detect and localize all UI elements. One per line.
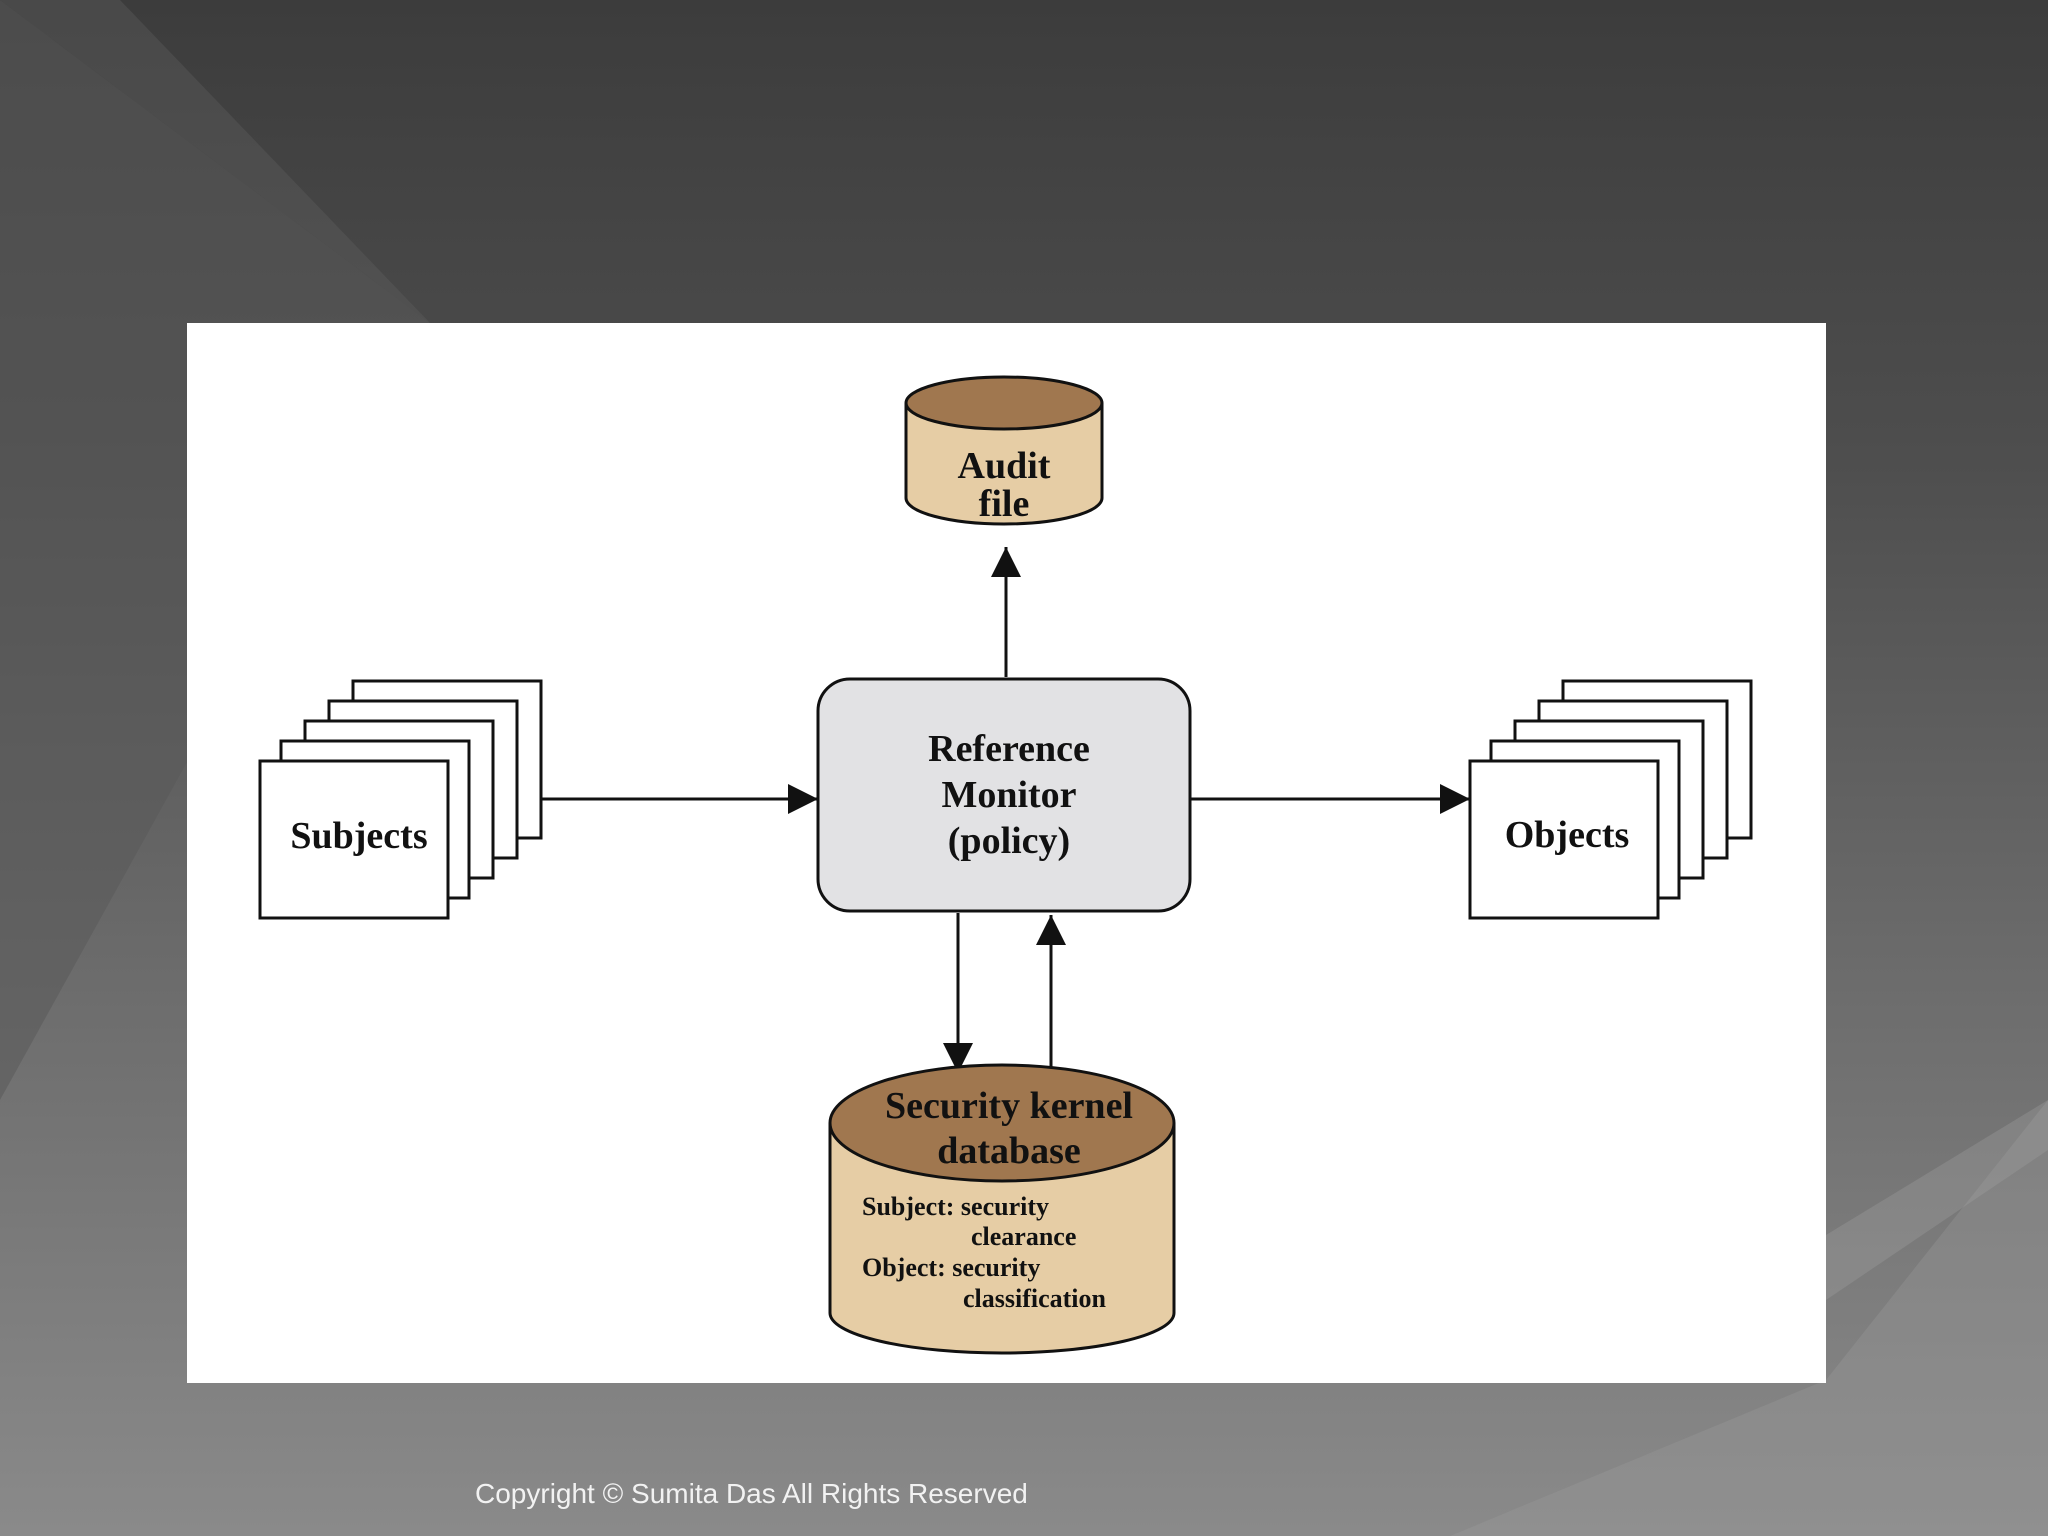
objects-label: Objects: [1505, 814, 1630, 856]
subjects-label: Subjects: [290, 815, 427, 857]
kernel-object-label: Object: security: [862, 1253, 1040, 1282]
monitor-label-line1: Reference: [928, 728, 1090, 770]
copyright-footer: Copyright © Sumita Das All Rights Reserv…: [475, 1478, 1028, 1509]
security-kernel-database-cylinder: Security kernel database Subject: securi…: [828, 1063, 1176, 1355]
kernel-subject-label: Subject: security: [862, 1192, 1049, 1221]
subjects-stack: Subjects: [258, 679, 543, 920]
audit-file-label-line2: file: [979, 483, 1030, 525]
kernel-title-line1: Security kernel: [885, 1085, 1133, 1127]
audit-file-cylinder: Audit file: [904, 375, 1104, 526]
audit-file-label-line1: Audit: [958, 445, 1051, 487]
monitor-label-line2: Monitor: [941, 774, 1076, 816]
kernel-subject-value: clearance: [971, 1222, 1076, 1251]
diagram-panel: Audit file Reference Monitor (policy) Su…: [187, 323, 1826, 1383]
reference-monitor-box: Reference Monitor (policy): [816, 677, 1192, 913]
objects-stack: Objects: [1468, 679, 1753, 920]
kernel-title-line2: database: [937, 1130, 1081, 1172]
kernel-object-value: classification: [963, 1284, 1107, 1313]
reference-monitor-diagram: Audit file Reference Monitor (policy) Su…: [258, 375, 1753, 1355]
monitor-label-line3: (policy): [948, 820, 1070, 862]
